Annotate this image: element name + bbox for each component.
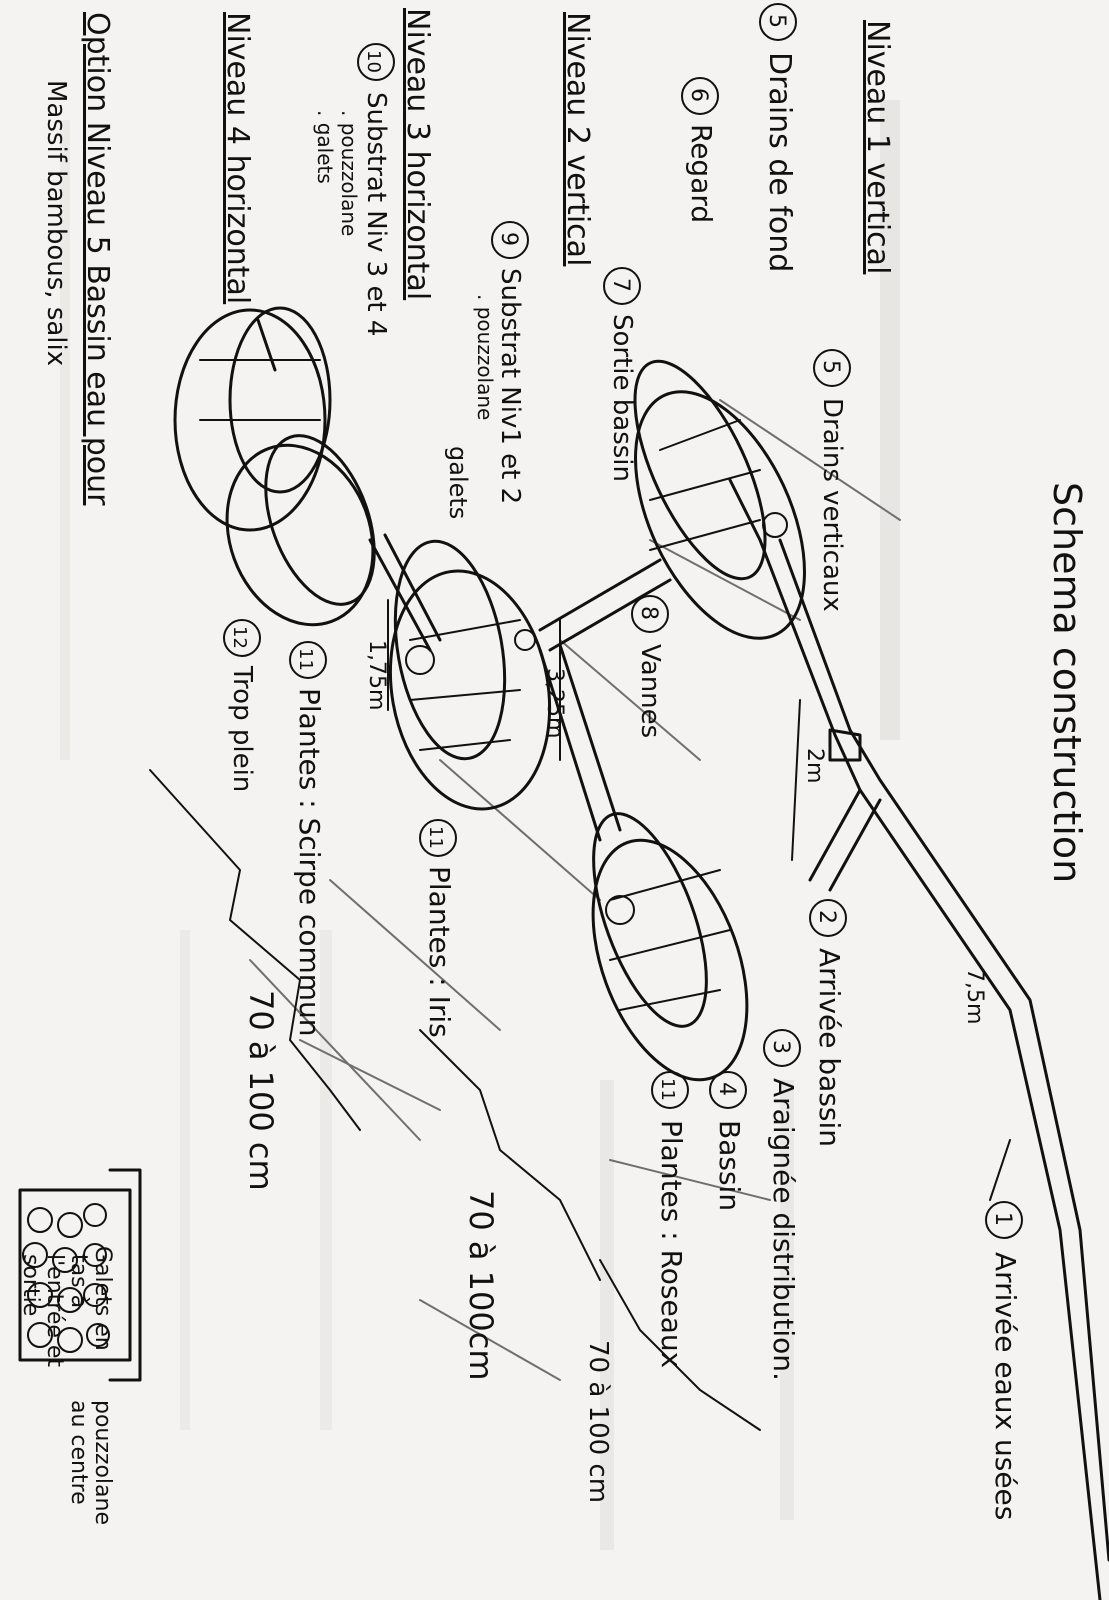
depth-scale-line — [599, 1259, 761, 1431]
callout-4: 4 Bassin — [709, 1071, 747, 1211]
legend-label-substrat-niv34: Substrat Niv 3 et 4 — [361, 92, 391, 336]
tank-level1b — [591, 812, 749, 1082]
legend-item-10: 10 Substrat Niv 3 et 4 . pouzzolane . ga… — [313, 43, 395, 336]
dimension-2m: 2m — [802, 748, 827, 783]
legend-item-9: 9 Substrat Niv1 et 2 . pouzzolane — [473, 221, 529, 504]
label-araignee-distribution: Araignée distribution. — [767, 1078, 800, 1381]
svg-text:tas à: tas à — [66, 1254, 91, 1308]
svg-text:11: 11 — [657, 1078, 678, 1101]
svg-text:Galets en: Galets en — [90, 1246, 115, 1351]
legend-item-6: 6 Regard — [681, 77, 719, 223]
svg-text:9: 9 — [496, 232, 521, 246]
label-vannes: Vannes — [635, 644, 665, 738]
label-plantes-roseaux: Plantes : Roseaux — [655, 1120, 688, 1368]
svg-text:11: 11 — [295, 648, 316, 671]
svg-text:3: 3 — [768, 1040, 793, 1054]
depth-note-3: 70 à 100 cm — [583, 1340, 613, 1503]
svg-text:1: 1 — [990, 1212, 1015, 1226]
label-bassin: Bassin — [713, 1120, 746, 1211]
svg-text:10: 10 — [363, 50, 384, 73]
galets-pile — [18, 1168, 142, 1382]
dimension-1-75m: 1,75m — [364, 640, 389, 710]
svg-text:5: 5 — [764, 14, 789, 28]
label-arrivee-bassin: Arrivée bassin — [813, 948, 846, 1147]
svg-text:8: 8 — [636, 606, 661, 620]
svg-text:2: 2 — [814, 910, 839, 924]
svg-text:au centre: au centre — [66, 1400, 91, 1505]
depth-scale-line — [419, 1029, 601, 1281]
callout-3: 3 Araignée distribution. — [763, 1029, 801, 1381]
pencil-hatching — [249, 399, 901, 1381]
tank-level1 — [633, 359, 806, 640]
callout-8: 8 Vannes — [631, 595, 669, 738]
callout-11-roseaux: 11 Plantes : Roseaux — [651, 1071, 689, 1368]
heading-niveau1: Niveau 1 vertical — [860, 20, 895, 274]
callout-12: 12 Trop plein — [223, 619, 261, 792]
dimension-7-5m: 7,5m — [962, 968, 987, 1024]
legend-item-5: 5 Drains de fond — [759, 3, 797, 272]
depth-note-2: 70 à 100cm — [462, 1190, 500, 1381]
dimension-3-25m: 3,25m — [542, 668, 567, 738]
depth-note-1: 70 à 100 cm — [242, 990, 280, 1191]
dimension-arrows — [387, 599, 1011, 1201]
connector-pipes — [368, 533, 672, 842]
label-trop-plein: Trop plein — [227, 665, 257, 792]
pouzzolane-note: pouzzolane au centre — [66, 1400, 115, 1525]
svg-text:pouzzolane: pouzzolane — [90, 1400, 115, 1525]
callout-1: 1 Arrivée eaux usées — [985, 1201, 1023, 1520]
svg-text:l'entrée et: l'entrée et — [42, 1254, 67, 1367]
svg-text:4: 4 — [714, 1082, 739, 1096]
svg-text:5: 5 — [818, 360, 843, 374]
svg-text:7: 7 — [608, 278, 633, 292]
legend-sub-galets: . galets — [313, 110, 337, 184]
callout-5-drains-verticaux: 5 Drains verticaux — [813, 349, 851, 612]
heading-niveau2: Niveau 2 vertical — [560, 12, 595, 266]
newspaper-bleedthrough — [60, 100, 900, 1550]
svg-text:12: 12 — [229, 626, 250, 649]
label-drains-verticaux: Drains verticaux — [817, 398, 847, 612]
callout-11-scirpe: 11 Plantes : Scirpe commun — [289, 641, 327, 1037]
legend-label-regard: Regard — [685, 124, 718, 223]
legend-label-sortie-bassin: Sortie bassin — [607, 314, 637, 482]
label-plantes-iris: Plantes : Iris — [423, 866, 456, 1038]
tank-level2 — [388, 539, 552, 811]
niveau5-plants: Massif bambous, salix — [41, 80, 71, 366]
svg-text:sortie: sortie — [18, 1254, 43, 1316]
callout-2: 2 Arrivée bassin — [809, 899, 847, 1147]
callout-11-iris: 11 Plantes : Iris — [419, 819, 457, 1038]
legend-sub-pouzzolane2: . pouzzolane — [337, 110, 361, 236]
tank-level3 — [173, 306, 332, 532]
page-title: Schema construction — [1045, 482, 1089, 883]
svg-text:6: 6 — [686, 88, 711, 102]
depth-scale-line — [149, 769, 361, 1131]
inlet-pipe — [728, 478, 1109, 1600]
label-plantes-scirpe: Plantes : Scirpe commun — [293, 688, 326, 1037]
legend-item-7: 7 Sortie bassin — [603, 267, 641, 482]
tank-level4 — [225, 434, 376, 627]
heading-niveau5: Option Niveau 5 Bassin eau pour — [80, 12, 115, 506]
legend-label-substrat-niv12: Substrat Niv1 et 2 — [495, 268, 525, 504]
legend-label-drains-de-fond: Drains de fond — [762, 52, 797, 272]
galets-note: Galets en tas à l'entrée et sortie — [18, 1246, 115, 1367]
label-arrivee-eaux-usees: Arrivée eaux usées — [989, 1252, 1022, 1520]
svg-text:11: 11 — [425, 826, 446, 849]
heading-niveau3: Niveau 3 horizontal — [400, 8, 435, 300]
heading-niveau4: Niveau 4 horizontal — [220, 12, 255, 304]
label-galets: galets — [444, 446, 472, 519]
legend-sub-pouzzolane: . pouzzolane — [473, 294, 497, 420]
